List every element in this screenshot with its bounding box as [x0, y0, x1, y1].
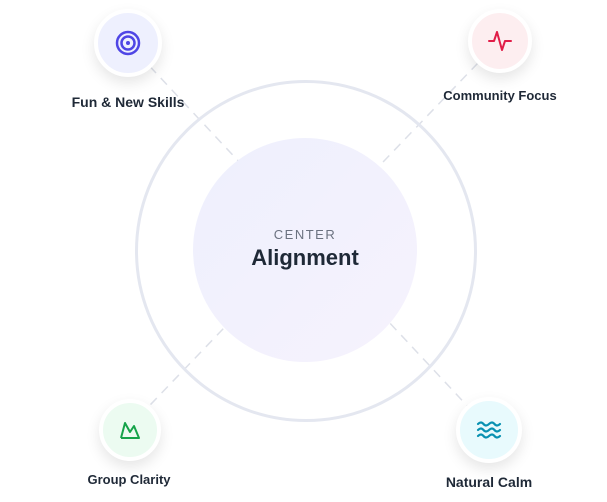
node-community-focus[interactable]	[468, 9, 532, 73]
node-label: Fun & New Skills	[71, 94, 185, 110]
pulse-icon	[488, 31, 512, 51]
waves-icon	[476, 421, 502, 439]
mountain-icon	[120, 422, 140, 439]
node-fun-new-skills[interactable]	[94, 9, 162, 77]
node-group-clarity[interactable]	[99, 399, 161, 461]
node-natural-calm[interactable]	[456, 397, 522, 463]
center-circle	[193, 138, 417, 362]
center-title: Alignment	[251, 245, 359, 270]
center-eyebrow: CENTER	[273, 227, 337, 242]
node-label: Group Clarity	[87, 472, 171, 487]
outer-ring	[135, 80, 477, 422]
node-label: Natural Calm	[445, 474, 533, 490]
node-label: Community Focus	[443, 88, 557, 103]
target-icon	[115, 30, 141, 56]
